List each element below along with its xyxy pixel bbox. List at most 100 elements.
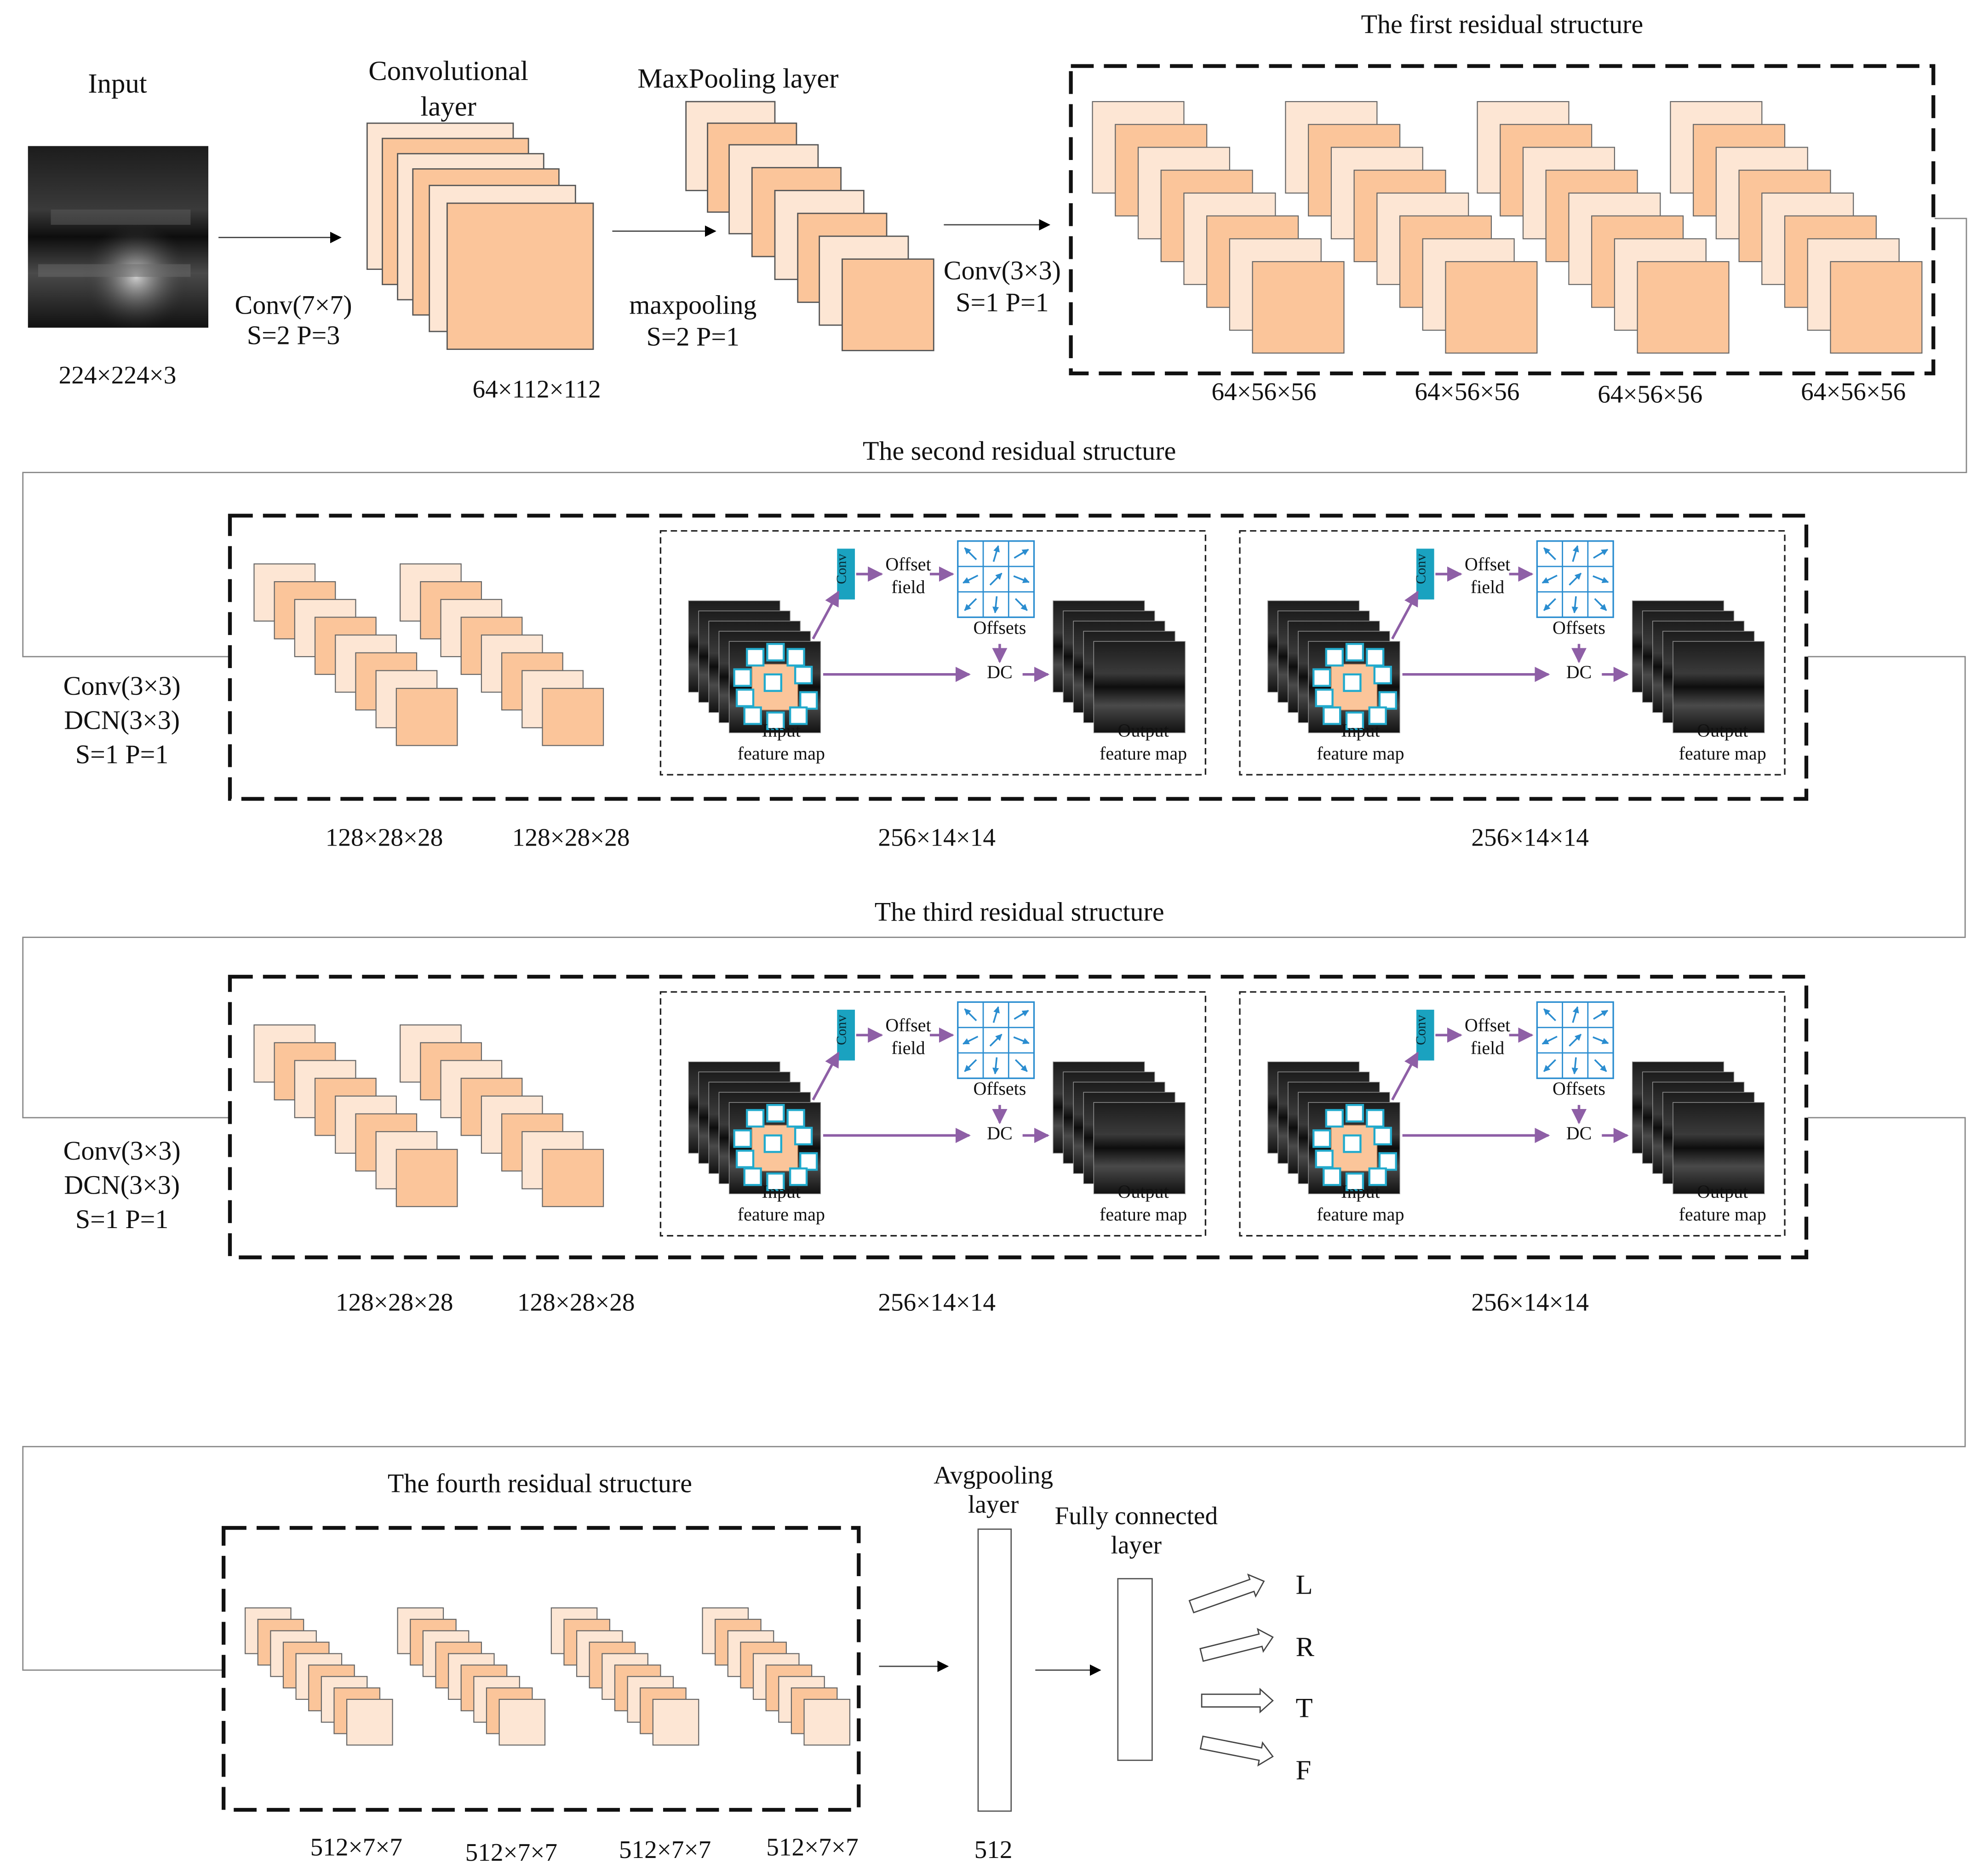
input-image [28, 146, 209, 328]
sampling-point [786, 648, 805, 667]
avgpool-size: 512 [974, 1836, 1013, 1865]
second-stage-op-line3: S=1 P=1 [75, 739, 169, 770]
output-arrow [1201, 1687, 1274, 1714]
offset-field-label-line2: field [1470, 577, 1505, 599]
feature-map-layer [1637, 261, 1730, 354]
dc-label: DC [1566, 1124, 1592, 1144]
offset-vector [1593, 575, 1609, 583]
sampling-point [1315, 688, 1334, 708]
offset-vector [989, 1034, 1003, 1047]
input-feature-map-label-line2: feature map [1317, 1205, 1404, 1226]
sampling-point [1345, 711, 1364, 730]
offsets-label: Offsets [973, 1079, 1026, 1100]
conv-op-line1: Conv(7×7) [235, 289, 352, 320]
sampling-point [794, 665, 813, 685]
offset-vector [1543, 598, 1556, 611]
fc-bar [1117, 1578, 1153, 1761]
first-stage-size-3: 64×56×56 [1598, 381, 1703, 409]
sampling-point [1345, 1172, 1364, 1191]
second-stage-size-2: 128×28×28 [512, 824, 630, 852]
output-label-r: R [1295, 1630, 1315, 1663]
input-feature-map-label-line1: Input [1341, 721, 1380, 742]
offset-vector [992, 1006, 1000, 1023]
fourth-stage-stacks [245, 1607, 851, 1746]
offset-vector [1569, 1034, 1582, 1047]
offset-vector [1014, 549, 1029, 559]
sampling-point [1343, 673, 1362, 692]
fourth-stage-size-1: 512×7×7 [310, 1834, 403, 1862]
sampling-point [733, 1129, 752, 1148]
conv-tag [837, 549, 855, 600]
third-stage-size-1: 128×28×28 [335, 1289, 453, 1317]
third-stage-box [228, 975, 1809, 1259]
conv-size: 64×112×112 [472, 376, 601, 404]
sampling-point [1323, 1167, 1341, 1186]
conv-tag-label: Conv [834, 554, 849, 584]
feature-map-layer [1830, 261, 1923, 354]
third-stage-op-line2: DCN(3×3) [64, 1170, 180, 1200]
second-stage-title: The second residual structure [863, 435, 1176, 466]
output-label-t: T [1295, 1692, 1313, 1724]
offset-vector [1593, 1036, 1609, 1044]
input-feature-map-label-line2: feature map [737, 1205, 825, 1226]
maxpool-title: MaxPooling layer [637, 62, 839, 94]
offset-vector [1571, 1057, 1578, 1075]
first-stage-size-2: 64×56×56 [1415, 378, 1520, 406]
offset-vector [962, 1035, 979, 1045]
sampling-point [1345, 643, 1364, 662]
offsets-label: Offsets [1553, 1079, 1606, 1100]
output-arrow [1188, 1573, 1265, 1614]
sampling-point [799, 1152, 818, 1171]
sampling-point [786, 1109, 805, 1128]
sampling-point [746, 648, 765, 667]
feature-map-layer [395, 1149, 458, 1207]
conv-title-line2: layer [420, 90, 476, 122]
sampling-point [1345, 1103, 1364, 1123]
feature-map-layer [542, 1149, 604, 1207]
offsets-label: Offsets [1553, 618, 1606, 639]
third-stage-size-4: 256×14×14 [1471, 1289, 1589, 1317]
offset-vector [1571, 596, 1578, 614]
input-feature-map-label-line2: feature map [1317, 744, 1404, 765]
sampling-point [1315, 1149, 1334, 1168]
feature-map-layer [1252, 261, 1345, 354]
fourth-stage-box [222, 1526, 861, 1812]
output-arrow [1199, 1628, 1274, 1662]
sampling-point [1323, 706, 1341, 725]
offset-vector [1541, 1035, 1558, 1045]
third-stage-title: The third residual structure [874, 897, 1164, 927]
offset-vector [1013, 1036, 1030, 1044]
input-title: Input [88, 67, 147, 99]
offset-field-label-line2: field [1470, 1039, 1505, 1059]
offset-vector [989, 572, 1003, 586]
first-stage-title: The first residual structure [1361, 9, 1644, 40]
sampling-point [733, 668, 752, 687]
feature-map-layer [803, 1698, 851, 1746]
third-stage-size-2: 128×28×28 [517, 1289, 635, 1317]
dcn-frame [1239, 991, 1786, 1237]
input-feature-map-label-line1: Input [762, 721, 801, 742]
dcn-frame [659, 530, 1207, 776]
offset-field-label-line2: field [891, 1039, 925, 1059]
sampling-point [799, 691, 818, 710]
offset-vector [1014, 598, 1028, 611]
connector-stage3-stage4 [22, 1117, 1966, 1671]
sampling-point [763, 1134, 783, 1153]
output-arrows [1188, 1573, 1274, 1767]
connector-stage1-stage2 [22, 217, 1967, 657]
first-stage-op-line1: Conv(3×3) [943, 255, 1061, 286]
sampling-point [766, 711, 785, 730]
offset-vector [1541, 574, 1558, 584]
third-stage-op-line1: Conv(3×3) [63, 1135, 181, 1166]
offset-field-label-line1: Offset [1464, 1016, 1511, 1037]
sampling-point [1325, 648, 1344, 667]
first-stage-size-1: 64×56×56 [1211, 378, 1317, 406]
dcn-frame [1239, 530, 1786, 776]
sampling-point [735, 1149, 755, 1168]
sampling-point [766, 1172, 785, 1191]
input-size: 224×224×3 [58, 362, 177, 390]
sampling-point [746, 1109, 765, 1128]
feature-map-layer [498, 1698, 546, 1746]
